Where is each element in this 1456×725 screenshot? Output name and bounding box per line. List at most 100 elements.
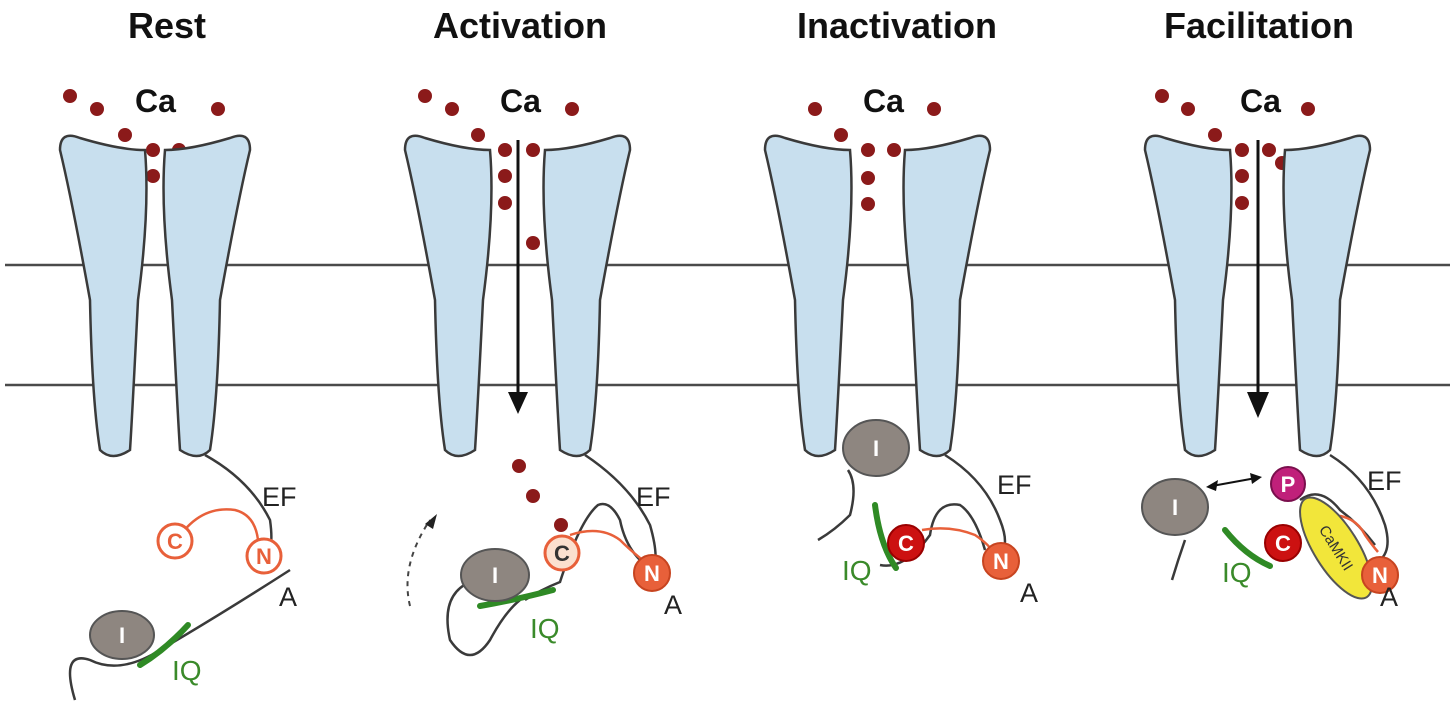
channel-right-subunit [162,134,252,458]
panel-inactivation: Inactivation Ca I C N EF A IQ [763,5,1038,608]
c-terminal-line [446,580,521,657]
iq-label: IQ [172,655,202,686]
calcium-flow-arrowhead [508,392,528,414]
iq-label: IQ [530,613,560,644]
calcium-ion [808,102,822,116]
calmodulin-c-lobe [156,522,194,560]
calmodulin-n-lobe [245,537,283,575]
channel-right-subunit [542,134,632,458]
n-lobe-label: N [1372,563,1388,588]
calcium-ion [887,143,901,157]
calcium-flow-arrowhead [1247,392,1269,418]
calmodulin-linker [569,529,646,563]
c-lobe-label: C [898,531,914,556]
calcium-ion [146,169,160,183]
channel-left-subunit [58,134,148,458]
calcium-ion [861,197,875,211]
calcium-ion [526,489,540,503]
calcium-ion [445,102,459,116]
calcium-label: Ca [135,83,176,119]
n-lobe-label: N [256,544,272,569]
channel-left-subunit [1143,134,1233,458]
calcium-label: Ca [500,83,541,119]
calcium-label: Ca [1240,83,1281,119]
calcium-ion [211,102,225,116]
calcium-ion [554,518,568,532]
calcium-ion [512,459,526,473]
calcium-ions [1155,89,1315,210]
calcium-ion [1235,143,1249,157]
iq-domain [477,587,556,609]
channel-right-subunit [902,134,992,458]
inactivation-domain-label: I [119,623,125,648]
calcium-ion [861,171,875,185]
calcium-ion [118,128,132,142]
inactivation-domain [1141,478,1209,536]
phospho-label: P [1281,472,1296,497]
calcium-ion [1155,89,1169,103]
panel-title: Inactivation [797,5,997,46]
calcium-ion [927,102,941,116]
panel-activation: Activation Ca I C N [403,5,682,657]
calmodulin-c-lobe [1264,524,1302,562]
c-terminal-line [817,469,855,542]
a-label: A [664,590,682,620]
c-terminal-line [68,568,291,701]
calmodulin-linker [175,508,260,541]
c-lobe-label: C [167,529,183,554]
calcium-ion [498,196,512,210]
iq-label: IQ [1222,557,1252,588]
n-lobe-label: N [644,561,660,586]
calcium-label: Ca [863,83,904,119]
ef-hand-label: EF [997,470,1032,500]
exchange-arrowhead-left [1206,480,1218,491]
phosphorylation-site [1270,466,1306,502]
calcium-ion [146,143,160,157]
a-label: A [1020,578,1038,608]
channel-tail-line [584,453,657,571]
a-label: A [1380,582,1398,612]
inactivation-domain [460,548,530,602]
channel-left-subunit [763,134,853,458]
calcium-ion [63,89,77,103]
calcium-ion [471,128,485,142]
calcium-ion [418,89,432,103]
calcium-ion [1235,196,1249,210]
iq-domain [137,622,191,668]
c-terminal-line [524,502,641,602]
ef-hand-label: EF [262,482,297,512]
panel-title: Rest [128,5,206,46]
calmodulin-n-lobe [982,542,1020,580]
inactivation-domain [89,610,155,660]
calcium-ion [565,102,579,116]
calmodulin-n-lobe [1361,556,1399,594]
iq-domain [872,502,899,571]
channel-left-subunit [403,134,493,458]
calcium-ion [90,102,104,116]
calcium-ion [498,143,512,157]
exchange-arrowhead-right [1250,473,1262,484]
panel-rest: Rest Ca I C N EF A IQ [58,5,297,701]
calmodulin-n-lobe [633,554,671,592]
calcium-ions [63,89,225,183]
c-lobe-label: C [1275,531,1291,556]
calmodulin-linker [921,527,997,556]
panel-title: Facilitation [1164,5,1354,46]
ef-hand-label: EF [636,482,671,512]
movement-arrowhead [425,514,437,529]
inactivation-domain-label: I [873,436,879,461]
iq-domain [1222,527,1273,569]
panel-facilitation: Facilitation Ca I C CaMKII [1141,5,1402,612]
channel-right-subunit [1282,134,1372,458]
calcium-ion [498,169,512,183]
c-lobe-label: C [554,541,570,566]
inactivation-domain-label: I [492,563,498,588]
calcium-ions [808,102,941,211]
calcium-ion [834,128,848,142]
calmodulin-linker [1329,513,1379,553]
calcium-ion [1208,128,1222,142]
iq-label: IQ [842,555,872,586]
ef-hand-label: EF [1367,466,1402,496]
